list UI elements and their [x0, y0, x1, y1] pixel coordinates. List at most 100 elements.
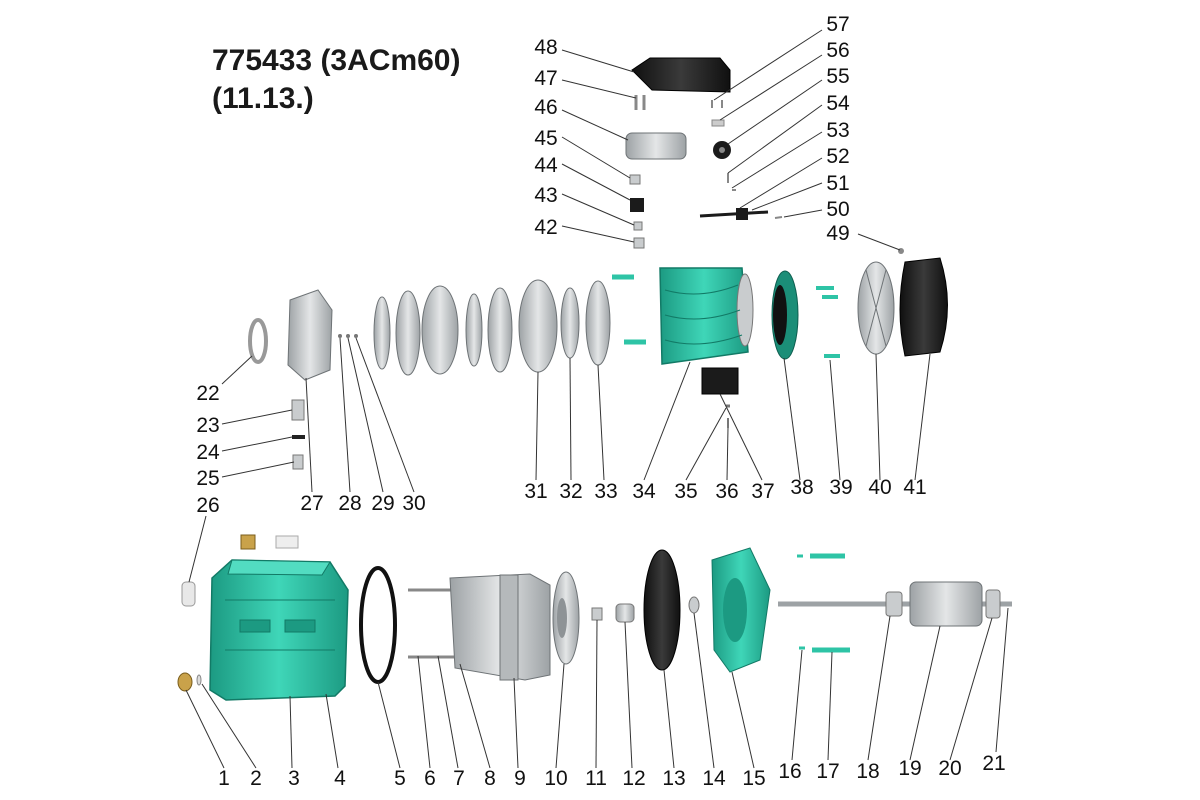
date-label: (11.13.)	[212, 82, 314, 115]
diagram-title: 775433 (3ACm60) (11.13.)	[212, 42, 460, 118]
label-part-2: 2	[250, 767, 262, 790]
label-part-57: 57	[826, 13, 849, 36]
label-part-18: 18	[856, 760, 879, 783]
part-13-seal-disk	[643, 549, 681, 671]
label-part-27: 27	[300, 492, 323, 515]
part-34-motor-stator	[659, 267, 754, 365]
label-part-56: 56	[826, 39, 849, 62]
label-part-44: 44	[534, 154, 558, 177]
label-part-11: 11	[585, 767, 607, 790]
label-part-49: 49	[826, 222, 849, 245]
label-part-8: 8	[484, 767, 496, 790]
label-part-40: 40	[868, 476, 891, 499]
label-part-12: 12	[622, 767, 645, 790]
part-25-valve-screw	[292, 454, 304, 470]
part-5-o-ring	[359, 566, 397, 684]
part-38-end-shield	[771, 270, 799, 360]
part-41-fan-cover	[899, 257, 948, 357]
label-part-45: 45	[534, 127, 557, 150]
label-part-52: 52	[826, 145, 849, 168]
label-part-26: 26	[196, 494, 219, 517]
part-39-bolts	[816, 286, 840, 358]
label-part-24: 24	[196, 441, 220, 464]
label-part-20: 20	[938, 757, 961, 780]
label-part-3: 3	[288, 767, 300, 790]
part-27-end-cover	[287, 289, 333, 381]
label-part-53: 53	[826, 119, 849, 142]
label-part-23: 23	[196, 414, 219, 437]
label-part-33: 33	[594, 480, 617, 503]
part-14-mechanical-seal	[688, 596, 700, 614]
label-part-16: 16	[778, 760, 801, 783]
label-part-29: 29	[371, 492, 394, 515]
part-47-screws	[634, 95, 646, 110]
label-part-5: 5	[394, 767, 406, 790]
label-part-43: 43	[534, 184, 557, 207]
part-3-pump-housing	[209, 559, 349, 701]
part-22-gasket	[248, 318, 268, 364]
label-part-55: 55	[826, 65, 849, 88]
part-49-small-cap	[898, 248, 904, 254]
label-part-1: 1	[218, 767, 230, 790]
label-part-41: 41	[903, 476, 926, 499]
label-part-42: 42	[534, 216, 557, 239]
part-number-labels: 1 2 3 4 5 6 7 8 9 10 11 12 13 14 15 16 1…	[196, 13, 1005, 790]
part-9-diffuser-frame	[449, 573, 551, 681]
part-32-impeller	[560, 287, 580, 359]
part-55-cable-gland	[713, 141, 731, 159]
label-part-28: 28	[338, 492, 361, 515]
label-part-32: 32	[559, 480, 582, 503]
part-31-diffuser	[518, 279, 558, 373]
part-51-cable	[699, 208, 769, 220]
label-part-36: 36	[715, 480, 738, 503]
label-part-30: 30	[402, 492, 425, 515]
part-11-12-bushings	[591, 603, 635, 623]
label-part-7: 7	[453, 767, 465, 790]
label-part-38: 38	[790, 476, 813, 499]
label-part-6: 6	[424, 767, 436, 790]
label-part-19: 19	[898, 757, 921, 780]
part-10-impeller	[552, 571, 580, 665]
part-57-53-small-screws	[711, 100, 725, 127]
label-part-10: 10	[544, 767, 567, 790]
part-23-spring	[291, 399, 305, 421]
part-28-30-small-pins	[338, 334, 358, 338]
part-34-bolts	[612, 274, 646, 345]
part-16-17-bolts	[797, 553, 850, 653]
part-35-36-screws	[726, 404, 730, 428]
part-48-terminal-cover	[631, 57, 731, 93]
part-52-53-screws	[727, 173, 736, 191]
housing-top-fittings	[240, 534, 299, 550]
part-26-plug	[181, 581, 196, 607]
label-part-51: 51	[826, 172, 849, 195]
label-part-48: 48	[534, 36, 557, 59]
label-part-15: 15	[742, 767, 765, 790]
label-part-47: 47	[534, 67, 557, 90]
part-40-fan	[857, 261, 895, 355]
label-part-17: 17	[816, 760, 839, 783]
label-part-35: 35	[674, 480, 697, 503]
part-50-pin	[774, 216, 783, 219]
label-part-4: 4	[334, 767, 346, 790]
label-part-46: 46	[534, 96, 557, 119]
part-45-44-43-42-switch-parts	[629, 174, 645, 249]
part-1-drain-plug	[177, 672, 193, 692]
label-part-13: 13	[662, 767, 685, 790]
model-label: 775433 (3ACm60)	[212, 44, 461, 77]
label-part-39: 39	[829, 476, 852, 499]
label-part-25: 25	[196, 467, 219, 490]
part-15-motor-bracket	[711, 547, 771, 673]
label-part-31: 31	[524, 480, 547, 503]
label-part-50: 50	[826, 198, 849, 221]
part-2-washer	[196, 674, 202, 686]
label-part-22: 22	[196, 382, 219, 405]
label-part-9: 9	[514, 767, 526, 790]
part-33-diffuser-plate	[585, 280, 611, 366]
label-part-34: 34	[632, 480, 656, 503]
stage-stack-impellers	[373, 285, 513, 376]
part-18-21-rotor-shaft	[778, 581, 1012, 627]
label-part-21: 21	[982, 752, 1005, 775]
label-part-54: 54	[826, 92, 850, 115]
part-37-terminal-block	[701, 367, 739, 395]
